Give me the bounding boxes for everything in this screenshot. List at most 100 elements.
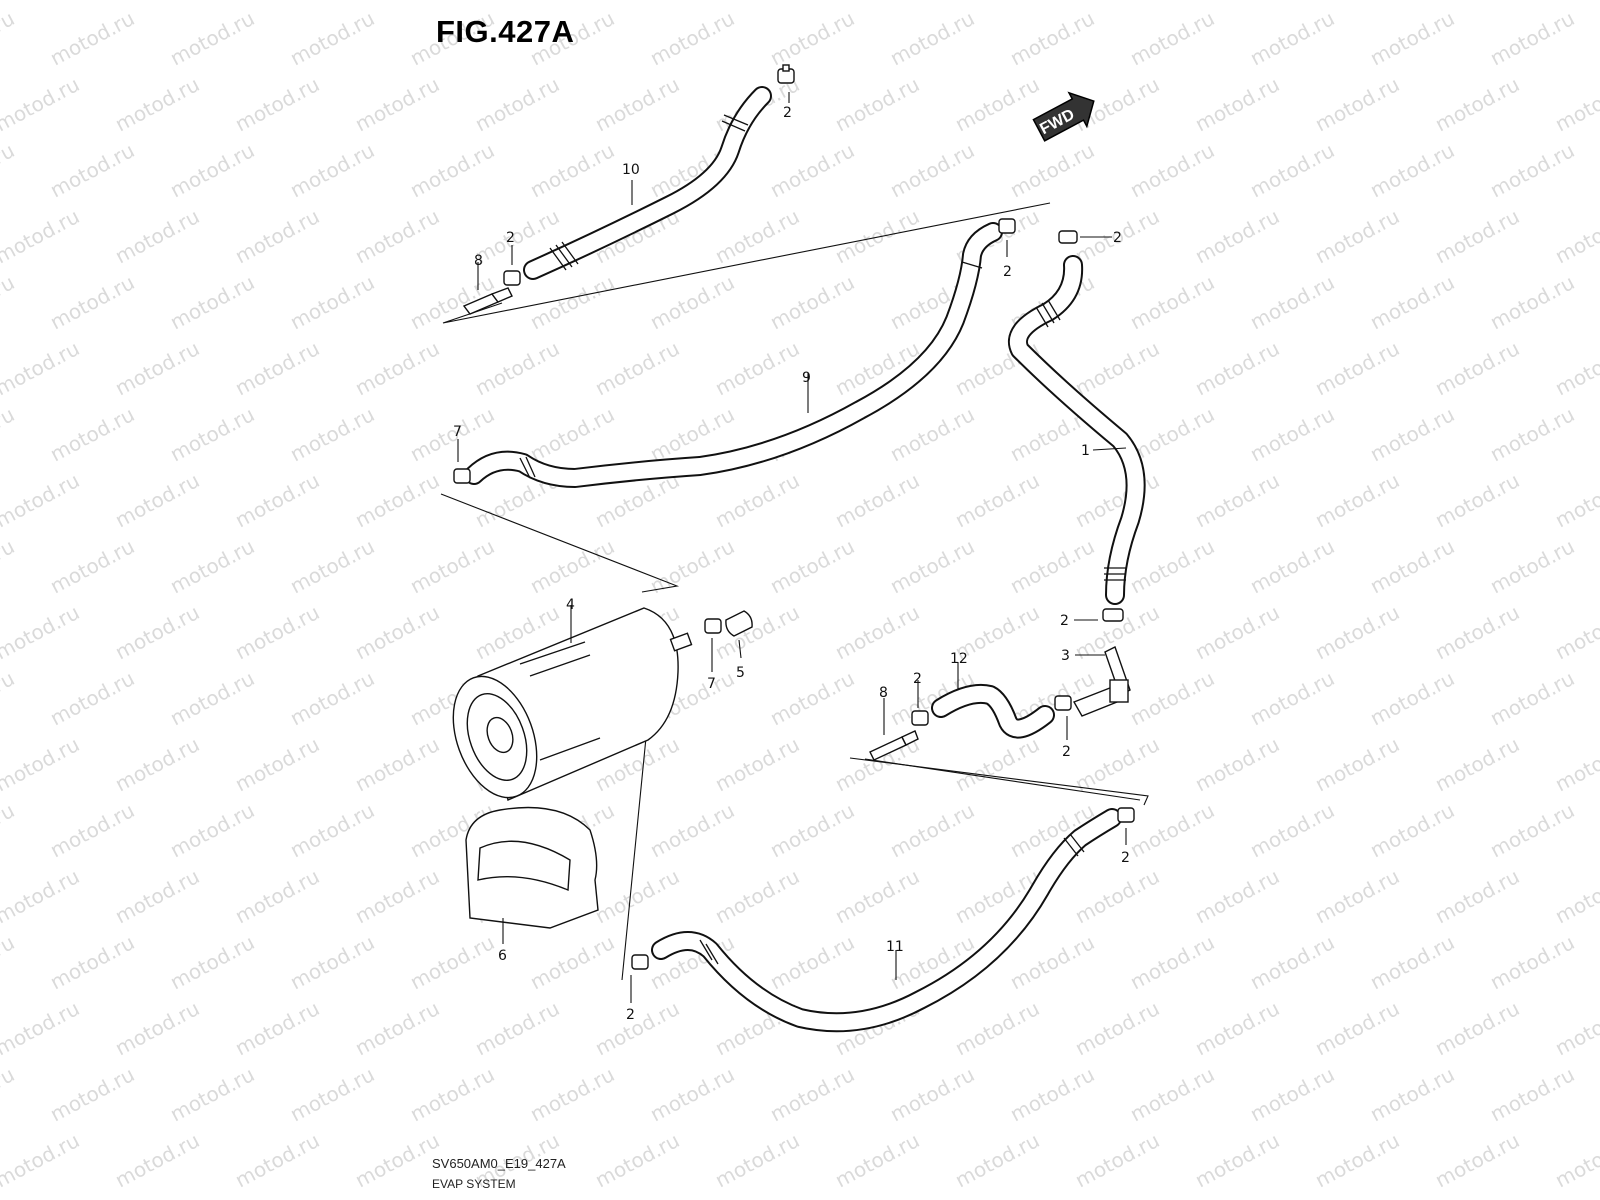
watermark-text: motod.ru bbox=[1006, 1194, 1098, 1200]
watermark-text: motod.ru bbox=[646, 1194, 738, 1200]
watermark-text: motod.ru bbox=[1366, 1062, 1458, 1126]
watermark-text: motod.ru bbox=[1486, 534, 1578, 598]
part-8-fitting-top bbox=[462, 287, 513, 315]
watermark-text: motod.ru bbox=[0, 798, 18, 862]
callout-2: 2 bbox=[1062, 744, 1071, 760]
watermark-text: motod.ru bbox=[526, 1062, 618, 1126]
watermark-text: motod.ru bbox=[1366, 6, 1458, 70]
watermark-text: motod.ru bbox=[231, 72, 323, 136]
watermark-text: motod.ru bbox=[886, 1062, 978, 1126]
watermark-text: motod.ru bbox=[591, 864, 683, 928]
section-lines bbox=[440, 202, 1149, 981]
watermark-text: motod.ru bbox=[351, 72, 443, 136]
watermark-text: motod.ru bbox=[886, 138, 978, 202]
watermark-text: motod.ru bbox=[766, 270, 858, 334]
watermark-text: motod.ru bbox=[831, 204, 923, 268]
watermark-text: motod.ru bbox=[1551, 0, 1600, 4]
watermark-text: motod.ru bbox=[286, 930, 378, 994]
watermark-text: motod.ru bbox=[231, 600, 323, 664]
watermark-text: motod.ru bbox=[766, 6, 858, 70]
figure-code: SV650AM0_E19_427A bbox=[432, 1156, 566, 1171]
watermark-text: motod.ru bbox=[351, 336, 443, 400]
watermark-text: motod.ru bbox=[46, 798, 138, 862]
watermark-text: motod.ru bbox=[1311, 732, 1403, 796]
watermark-text: motod.ru bbox=[0, 534, 18, 598]
watermark-text: motod.ru bbox=[711, 468, 803, 532]
watermark-text: motod.ru bbox=[1191, 336, 1283, 400]
watermark-text: motod.ru bbox=[351, 468, 443, 532]
clamp-hose10-left bbox=[503, 270, 521, 286]
watermark-text: motod.ru bbox=[111, 204, 203, 268]
clamp-hose12-left bbox=[911, 710, 929, 726]
watermark-text: motod.ru bbox=[1366, 1194, 1458, 1200]
callouts: 2 10 2 8 2 2 9 7 1 4 2 3 12 5 7 2 8 2 2 … bbox=[453, 105, 1130, 1023]
clamp-canister bbox=[704, 618, 722, 634]
watermark-text: motod.ru bbox=[1071, 732, 1163, 796]
watermark-text: motod.ru bbox=[0, 1128, 83, 1192]
watermark-text: motod.ru bbox=[46, 6, 138, 70]
watermark-text: motod.ru bbox=[231, 996, 323, 1060]
watermark-text: motod.ru bbox=[351, 996, 443, 1060]
watermark-text: motod.ru bbox=[1246, 270, 1338, 334]
watermark-text: motod.ru bbox=[1311, 72, 1403, 136]
watermark-text: motod.ru bbox=[46, 534, 138, 598]
watermark-text: motod.ru bbox=[831, 600, 923, 664]
watermark-text: motod.ru bbox=[1191, 0, 1283, 4]
watermark-text: motod.ru bbox=[111, 0, 203, 4]
watermark-text: motod.ru bbox=[1126, 1062, 1218, 1126]
watermark-text: motod.ru bbox=[406, 1062, 498, 1126]
watermark-text: motod.ru bbox=[951, 1128, 1043, 1192]
watermark-text: motod.ru bbox=[1366, 930, 1458, 994]
watermark-text: motod.ru bbox=[526, 402, 618, 466]
watermark-text: motod.ru bbox=[0, 402, 18, 466]
callout-4: 4 bbox=[566, 597, 575, 613]
watermark-text: motod.ru bbox=[1191, 732, 1283, 796]
watermark-text: motod.ru bbox=[1431, 600, 1523, 664]
watermark-text: motod.ru bbox=[1486, 1194, 1578, 1200]
watermark-text: motod.ru bbox=[1431, 996, 1523, 1060]
watermark-text: motod.ru bbox=[591, 72, 683, 136]
watermark-text: motod.ru bbox=[526, 138, 618, 202]
watermark-text: motod.ru bbox=[231, 468, 323, 532]
watermark-text: motod.ru bbox=[1366, 666, 1458, 730]
part-4-canister bbox=[452, 607, 693, 801]
watermark-text: motod.ru bbox=[1431, 468, 1523, 532]
watermark-text: motod.ru bbox=[711, 1128, 803, 1192]
watermark-text: motod.ru bbox=[111, 600, 203, 664]
callout-2: 2 bbox=[1121, 850, 1130, 866]
watermark-text: motod.ru bbox=[166, 6, 258, 70]
watermark-text: motod.ru bbox=[286, 6, 378, 70]
watermark-text: motod.ru bbox=[711, 204, 803, 268]
callout-2: 2 bbox=[913, 671, 922, 687]
watermark-text: motod.ru bbox=[1071, 0, 1163, 4]
watermark-text: motod.ru bbox=[1551, 204, 1600, 268]
watermark-text: motod.ru bbox=[1431, 864, 1523, 928]
watermark-text: motod.ru bbox=[471, 996, 563, 1060]
watermark-text: motod.ru bbox=[1246, 1194, 1338, 1200]
watermark-text: motod.ru bbox=[231, 864, 323, 928]
watermark-text: motod.ru bbox=[1071, 996, 1163, 1060]
watermark-text: motod.ru bbox=[1486, 138, 1578, 202]
callout-8: 8 bbox=[879, 685, 888, 701]
callout-2: 2 bbox=[506, 230, 515, 246]
watermark-text: motod.ru bbox=[1126, 6, 1218, 70]
watermark-text: motod.ru bbox=[166, 1062, 258, 1126]
callout-5: 5 bbox=[736, 665, 745, 681]
watermark-text: motod.ru bbox=[406, 138, 498, 202]
watermark-text: motod.ru bbox=[886, 6, 978, 70]
figure-title: FIG.427A bbox=[436, 14, 575, 49]
watermark-text: motod.ru bbox=[1486, 930, 1578, 994]
watermark-text: motod.ru bbox=[831, 468, 923, 532]
watermark-text: motod.ru bbox=[231, 732, 323, 796]
watermark-text: motod.ru bbox=[471, 336, 563, 400]
callout-2: 2 bbox=[1003, 264, 1012, 280]
watermark-text: motod.ru bbox=[0, 72, 83, 136]
watermark-text: motod.ru bbox=[0, 864, 83, 928]
watermark-text: motod.ru bbox=[1246, 138, 1338, 202]
hose-9 bbox=[464, 222, 1003, 488]
callout-2: 2 bbox=[783, 105, 792, 121]
watermark-text: motod.ru bbox=[406, 534, 498, 598]
watermark-text: motod.ru bbox=[1431, 204, 1523, 268]
watermark-text: motod.ru bbox=[1006, 6, 1098, 70]
